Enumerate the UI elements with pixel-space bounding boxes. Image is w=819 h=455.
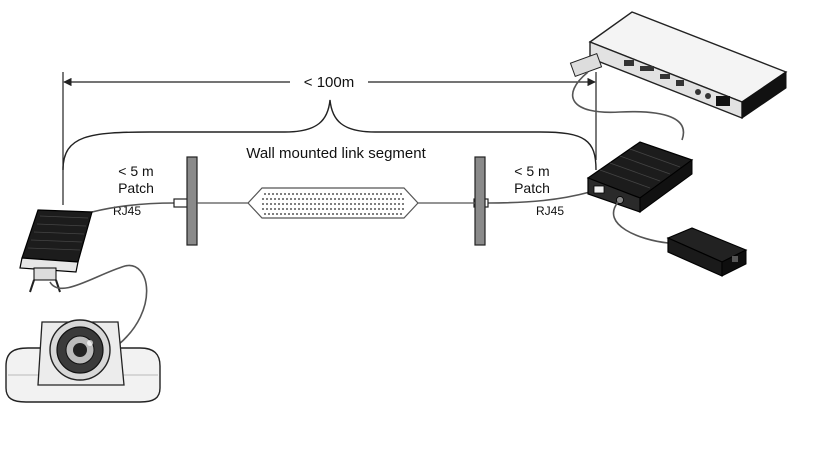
codec-plug <box>569 52 603 78</box>
codec-cable <box>571 71 685 141</box>
left-extender-connector <box>33 267 57 281</box>
power-adapter <box>666 227 748 277</box>
camera-cable <box>49 264 148 346</box>
right-connector-label: RJ45 <box>536 204 564 218</box>
segment-label: Wall mounted link segment <box>246 145 426 162</box>
right-patch-type: Patch <box>514 180 550 196</box>
left-wall-plate <box>186 156 198 246</box>
left-extender-box <box>19 209 93 293</box>
left-patch-cable <box>91 202 176 213</box>
right-patch-length: < 5 m <box>514 163 549 179</box>
power-cable <box>612 201 669 244</box>
right-extender-port <box>593 185 605 194</box>
left-patch-type: Patch <box>118 180 154 196</box>
left-rj45-plug <box>173 198 189 208</box>
codec-unit <box>569 11 788 120</box>
right-wall-plate <box>474 156 486 246</box>
right-extender-box <box>586 141 694 213</box>
distance-label: < 100m <box>304 74 354 91</box>
distance-dimension: < 100m <box>62 72 597 205</box>
right-patch-cable <box>487 191 591 204</box>
left-patch-length: < 5 m <box>118 163 153 179</box>
left-connector-label: RJ45 <box>113 204 141 218</box>
segment-brace <box>62 99 597 171</box>
in-wall-cable <box>197 187 475 219</box>
camera <box>5 319 161 403</box>
